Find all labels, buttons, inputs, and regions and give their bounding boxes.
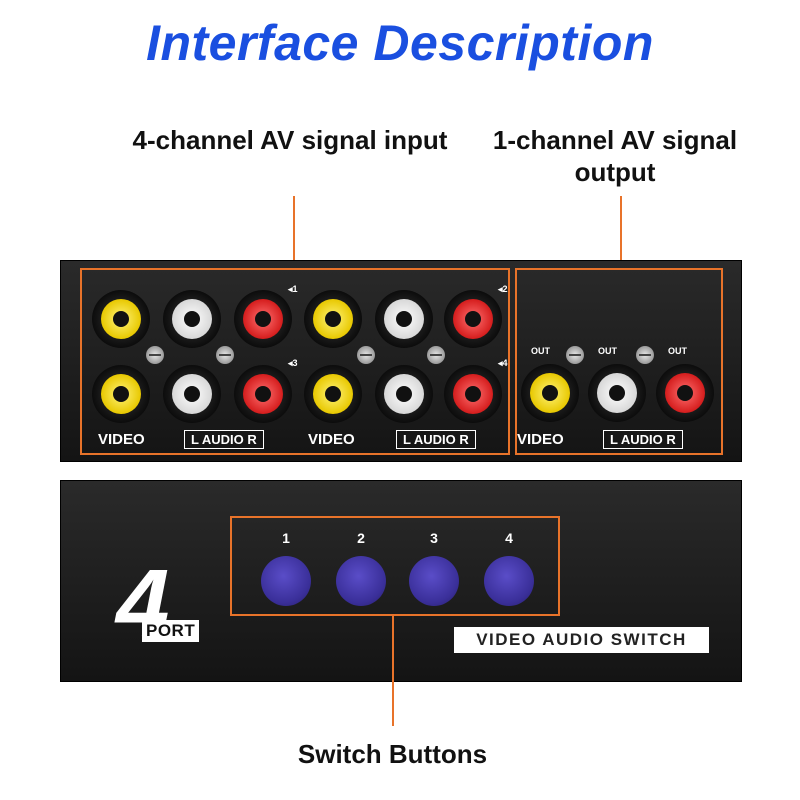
input1-audio-left-jack[interactable] xyxy=(163,290,221,348)
channel-marker-4: ◂4 xyxy=(498,358,508,368)
callout-input-line xyxy=(293,196,295,266)
input4-audio-left-jack[interactable] xyxy=(375,365,433,423)
channel-marker-3: ◂3 xyxy=(288,358,298,368)
audio-label: L AUDIO R xyxy=(396,430,476,449)
button-3-label: 3 xyxy=(430,530,438,546)
input-highlight-box xyxy=(80,268,510,455)
switch-button-3[interactable] xyxy=(409,556,459,606)
callout-buttons-label: Switch Buttons xyxy=(297,739,488,769)
channel-marker-1: ◂1 xyxy=(288,284,298,294)
screw-icon xyxy=(146,346,164,364)
switch-button-2[interactable] xyxy=(336,556,386,606)
screw-icon xyxy=(357,346,375,364)
callout-buttons-line xyxy=(392,616,394,726)
screw-icon xyxy=(566,346,584,364)
input1-video-jack[interactable] xyxy=(92,290,150,348)
page-title: Interface Description xyxy=(146,15,654,71)
screw-icon xyxy=(216,346,234,364)
video-label: VIDEO xyxy=(517,431,564,448)
input2-video-jack[interactable] xyxy=(304,290,362,348)
out-label: OUT xyxy=(598,346,617,356)
input4-audio-right-jack[interactable] xyxy=(444,365,502,423)
switch-button-1[interactable] xyxy=(261,556,311,606)
screw-icon xyxy=(427,346,445,364)
input3-video-jack[interactable] xyxy=(92,365,150,423)
audio-label: L AUDIO R xyxy=(184,430,264,449)
button-1-label: 1 xyxy=(282,530,290,546)
video-label: VIDEO xyxy=(98,431,145,448)
switch-button-4[interactable] xyxy=(484,556,534,606)
out-label: OUT xyxy=(668,346,687,356)
button-2-label: 2 xyxy=(357,530,365,546)
output-audio-left-jack[interactable] xyxy=(588,364,646,422)
input2-audio-left-jack[interactable] xyxy=(375,290,433,348)
out-label: OUT xyxy=(531,346,550,356)
output-audio-right-jack[interactable] xyxy=(656,364,714,422)
input1-audio-right-jack[interactable] xyxy=(234,290,292,348)
callout-output-label: 1-channel AV signal output xyxy=(492,125,738,187)
logo-port-text: PORT xyxy=(142,620,200,642)
input2-audio-right-jack[interactable] xyxy=(444,290,502,348)
output-video-jack[interactable] xyxy=(521,364,579,422)
screw-icon xyxy=(636,346,654,364)
video-label: VIDEO xyxy=(308,431,355,448)
input3-audio-right-jack[interactable] xyxy=(234,365,292,423)
audio-label: L AUDIO R xyxy=(603,430,683,449)
callout-output-line xyxy=(620,196,622,268)
button-4-label: 4 xyxy=(505,530,513,546)
channel-marker-2: ◂2 xyxy=(498,284,508,294)
buttons-highlight-box xyxy=(230,516,560,616)
switch-label: VIDEO AUDIO SWITCH xyxy=(454,627,709,653)
input4-video-jack[interactable] xyxy=(304,365,362,423)
callout-input-label: 4-channel AV signal input xyxy=(132,125,448,155)
input3-audio-left-jack[interactable] xyxy=(163,365,221,423)
output-highlight-box xyxy=(515,268,723,455)
